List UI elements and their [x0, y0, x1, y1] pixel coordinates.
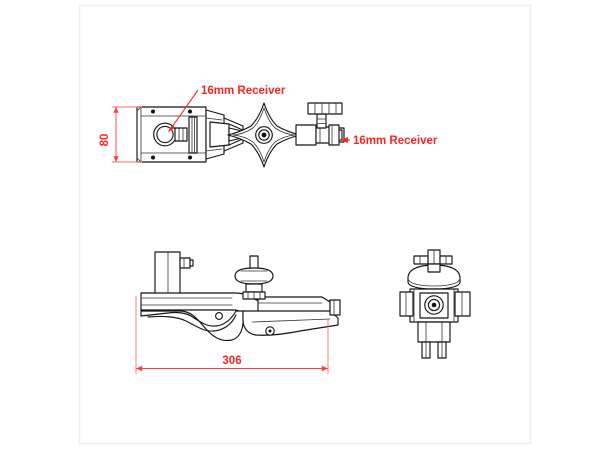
annotation-receiver-top: 16mm Receiver	[168, 85, 286, 133]
receiver-right-label: 16mm Receiver	[353, 135, 438, 147]
dimension-height-80: 80	[99, 106, 142, 163]
hook-jaw-side	[140, 310, 244, 342]
end-view-knob-cap	[407, 263, 461, 290]
end-view	[399, 249, 471, 359]
annotation-receiver-right: 16mm Receiver	[341, 135, 438, 147]
side-view	[140, 251, 341, 342]
star-knob-top	[227, 102, 301, 168]
star-knob-side	[234, 255, 274, 300]
ratchet-band	[188, 116, 198, 154]
clamp-neck-top	[205, 109, 230, 160]
riser-block-side	[154, 251, 194, 298]
receiver-socket-right	[328, 124, 343, 146]
end-view-hub	[419, 292, 449, 319]
end-view-handle	[413, 249, 453, 265]
lower-plate-side	[242, 310, 339, 336]
dimension-80-label: 80	[99, 134, 111, 147]
bolt-holes	[151, 109, 192, 160]
receiver-top-label: 16mm Receiver	[201, 85, 286, 97]
dimension-306-label: 306	[222, 355, 241, 367]
dimension-length-306: 306	[135, 296, 329, 374]
receiver-bore-top	[153, 122, 188, 147]
drawing-frame	[78, 4, 532, 445]
top-view	[136, 102, 345, 168]
t-handle-screw-top	[307, 102, 343, 129]
tail-tip-side	[329, 299, 341, 316]
end-view-legs	[417, 321, 451, 359]
